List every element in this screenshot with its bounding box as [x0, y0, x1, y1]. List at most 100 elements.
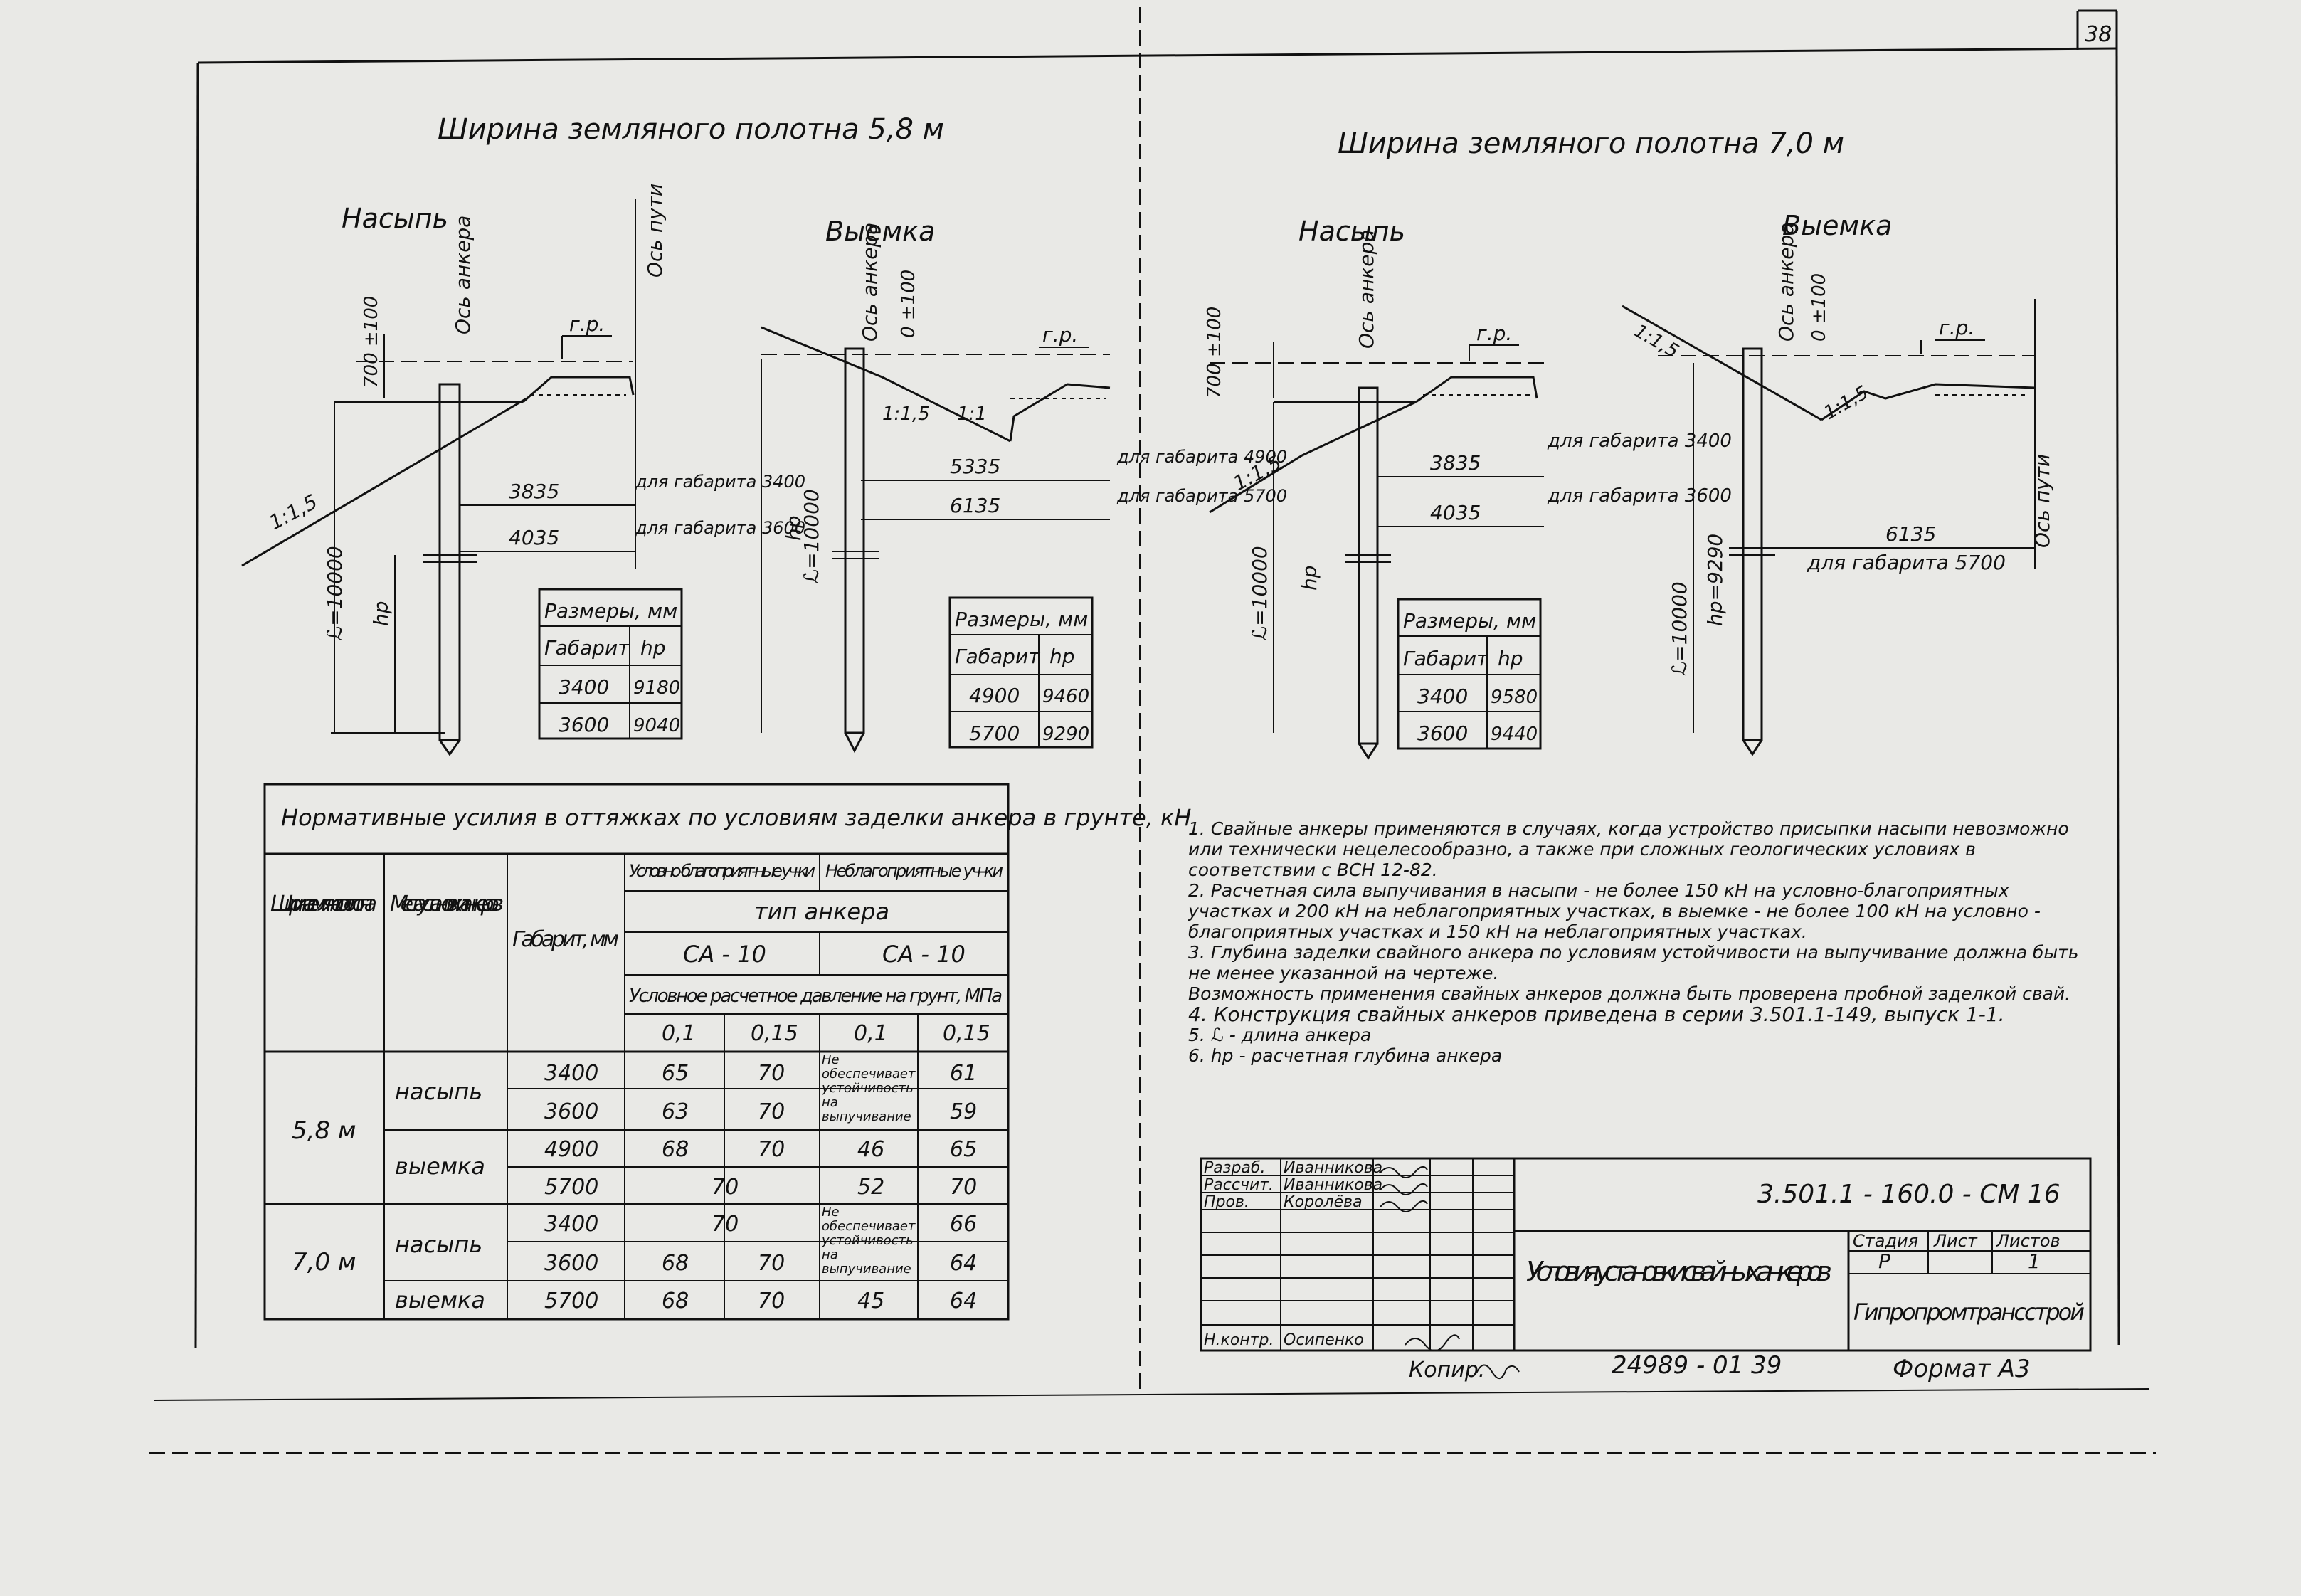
- dim-caption: для габарита 3400: [1547, 430, 1732, 452]
- axis-anchor-label: Ось анкера: [858, 223, 882, 342]
- size-table-col2: hp: [1498, 647, 1523, 670]
- depth-label: hp: [369, 601, 393, 626]
- size-table-cell: 9460: [1042, 686, 1089, 707]
- dim-value: 3835: [1430, 451, 1481, 475]
- slope-label-2: 1:1: [957, 403, 987, 425]
- section-2-cutting: Выемка Ось анкера 0 ±100 г.р. 1:1,5 1:1 …: [761, 216, 1287, 754]
- note-3: 3. Глубина заделки свайного анкера по ус…: [1188, 942, 2079, 983]
- cell: 70: [712, 1212, 739, 1237]
- cell: 4900: [544, 1137, 598, 1162]
- document-code: 3.501.1 - 160.0 - СМ 16: [1757, 1180, 2061, 1209]
- place-nasyp-1: насыпь: [395, 1078, 482, 1105]
- height-mark: 0 ±100: [898, 270, 919, 338]
- size-table-cell: 4900: [969, 684, 1020, 707]
- signature: [1380, 1183, 1428, 1195]
- organization: Гипропромтрансстрой: [1853, 1299, 2085, 1326]
- cell: 68: [662, 1251, 689, 1276]
- cell: 68: [662, 1289, 689, 1314]
- section-title: Насыпь: [342, 203, 448, 234]
- sheets-header: Листов: [1996, 1231, 2061, 1251]
- size-table-title: Размеры, мм: [955, 608, 1088, 631]
- dim-caption: для габарита 5700: [1116, 486, 1287, 506]
- cell: 5700: [544, 1175, 598, 1200]
- header-pressure: Условное расчетное давление на грунт, МП…: [629, 985, 1003, 1007]
- signature: [1405, 1334, 1460, 1352]
- header-anchor-type: тип анкера: [754, 898, 889, 925]
- rail-level-label: г.р.: [1042, 323, 1078, 347]
- depth-label: hp: [782, 515, 805, 541]
- note-cell-a: Не обеспечивается устойчивость на выпучи…: [822, 1053, 916, 1124]
- pressure-4: 0,15: [943, 1021, 990, 1046]
- place-vyemka-1: выемка: [395, 1153, 485, 1180]
- cell: 45: [857, 1289, 884, 1314]
- cell: 3400: [544, 1061, 598, 1086]
- cell: 65: [662, 1061, 689, 1086]
- main-table: Нормативные усилия в оттяжках по условия…: [263, 783, 1191, 1321]
- width-5-8: 5,8 м: [292, 1116, 356, 1145]
- cell: 70: [758, 1099, 785, 1124]
- note-cell-b: Не обеспечивается устойчивость на выпучи…: [822, 1205, 916, 1277]
- width-7-0: 7,0 м: [292, 1248, 356, 1277]
- section-title: Выемка: [825, 216, 935, 247]
- stamp-person: Иванникова: [1284, 1176, 1382, 1194]
- stamp-person: Осипенко: [1284, 1331, 1364, 1349]
- stamp-role: Разраб.: [1204, 1159, 1265, 1177]
- heading-width-5-8: Ширина земляного полотна 5,8 м: [438, 113, 944, 146]
- heading-width-7-0: Ширина земляного полотна 7,0 м: [1338, 127, 1844, 160]
- anchor-length: ℒ=10000: [800, 489, 823, 583]
- size-table-cell: 3600: [559, 713, 609, 736]
- size-table-cell: 5700: [969, 722, 1020, 745]
- cell: 3400: [544, 1212, 598, 1237]
- place-vyemka-2: выемка: [395, 1286, 485, 1314]
- cell: 64: [950, 1289, 977, 1314]
- title-block: Разраб. Иванникова Рассчит. Иванникова П…: [1200, 1157, 2092, 1352]
- section-1-embankment: Насыпь Ось пути Ось анкера 700 ±100 г.р.…: [241, 184, 805, 756]
- size-table-col1: Габарит: [544, 636, 630, 660]
- cell: 46: [857, 1137, 884, 1162]
- cell: 59: [950, 1099, 977, 1124]
- axis-anchor-label: Ось анкера: [1774, 223, 1798, 342]
- dim-value: 4035: [1430, 501, 1481, 524]
- size-table-col2: hp: [1049, 645, 1075, 668]
- anchor-length: ℒ=10000: [1668, 581, 1691, 676]
- size-table-cell: 3600: [1417, 722, 1468, 745]
- cell: 70: [758, 1061, 785, 1086]
- stage-header: Стадия: [1853, 1231, 1918, 1251]
- cell: 52: [857, 1175, 884, 1200]
- axis-track-label: Ось пути: [2031, 454, 2054, 548]
- cell: 68: [662, 1137, 689, 1162]
- pressure-3: 0,1: [854, 1021, 888, 1046]
- stamp-role: Н.контр.: [1204, 1331, 1274, 1349]
- height-mark: 0 ±100: [1809, 273, 1830, 342]
- rail-level-label: г.р.: [1476, 322, 1512, 345]
- note-3b: Возможность применения свайных анкеров д…: [1188, 983, 2071, 1004]
- format-label: Формат А3: [1893, 1355, 2031, 1383]
- section-title: Выемка: [1782, 210, 1892, 241]
- signature: [1380, 1200, 1428, 1212]
- inventory-number: 24989 - 01 39: [1612, 1351, 1782, 1380]
- size-table-cell: 9040: [633, 715, 680, 736]
- axis-track-label: Ось пути: [643, 184, 667, 278]
- sheet-number: 38: [2085, 22, 2112, 47]
- pressure-2: 0,15: [751, 1021, 798, 1046]
- cell: 5700: [544, 1289, 598, 1314]
- stamp-role: Пров.: [1204, 1193, 1249, 1211]
- rail-level-label: г.р.: [1939, 316, 1974, 339]
- cell: 70: [950, 1175, 977, 1200]
- header-ca-2: СА - 10: [882, 941, 966, 968]
- note-6: 6. hp - расчетная глубина анкера: [1188, 1045, 1503, 1066]
- stage-value: Р: [1878, 1249, 1890, 1273]
- header-ca-1: СА - 10: [683, 941, 766, 968]
- stamp-role: Рассчит.: [1204, 1176, 1274, 1194]
- main-table-title: Нормативные усилия в оттяжках по условия…: [281, 804, 1191, 831]
- height-mark: 700 ±100: [1204, 307, 1225, 398]
- size-table-col1: Габарит: [955, 645, 1040, 668]
- size-table-cell: 9440: [1491, 724, 1538, 745]
- cell: 66: [950, 1212, 977, 1237]
- size-table-cell: 3400: [1417, 685, 1468, 708]
- sheet-header: Лист: [1933, 1231, 1978, 1251]
- cell: 61: [950, 1061, 977, 1086]
- header-place: Места установки анкеров: [390, 892, 504, 916]
- sheet-value: 1: [2028, 1249, 2041, 1273]
